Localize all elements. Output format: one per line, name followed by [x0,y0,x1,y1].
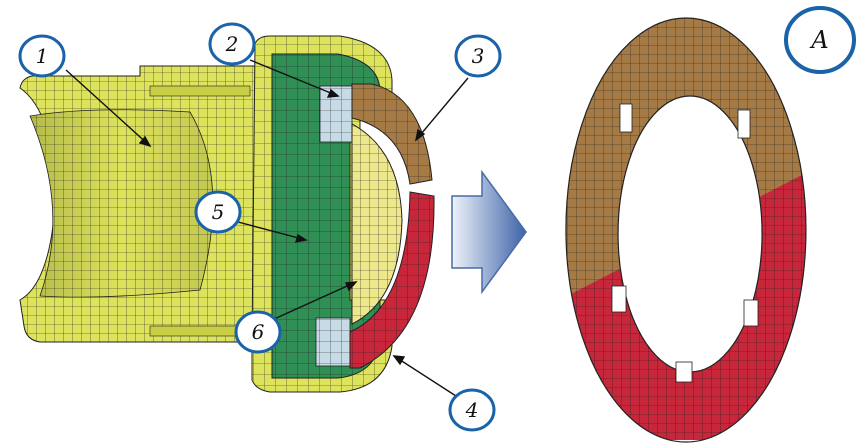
callout-4: 4 [448,388,496,432]
callout-markers: 1 2 3 4 5 6 [18,22,502,432]
callout-circle [454,34,502,78]
callout-3: 3 [454,34,502,78]
lower-ring-part [349,191,435,369]
callout-circle [18,34,66,78]
detail-label-text: A [809,26,828,54]
inner-casing-part [271,53,381,379]
callout-number: 3 [472,44,485,68]
ring-detail [565,17,807,443]
callout-number: 5 [212,200,225,224]
leader-lines [65,59,469,397]
callout-5: 5 [194,190,242,234]
callout-circle [194,190,242,234]
callout-2: 2 [208,22,256,66]
callout-number: 4 [465,398,479,422]
callout-number: 1 [36,44,49,68]
core-disc-part [351,123,403,325]
callout-circle [234,310,282,354]
callout-6: 6 [234,310,282,354]
upper-ring-part [351,83,433,185]
detail-label-A: A [784,6,856,74]
transition-arrow [451,169,527,295]
callout-circle [208,22,256,66]
callout-number: 2 [225,32,239,56]
callout-1: 1 [18,34,66,78]
cutaway-assembly [19,35,435,393]
spacer-blocks-part [315,85,353,367]
callout-circle [448,388,496,432]
callout-number: 6 [252,320,265,344]
